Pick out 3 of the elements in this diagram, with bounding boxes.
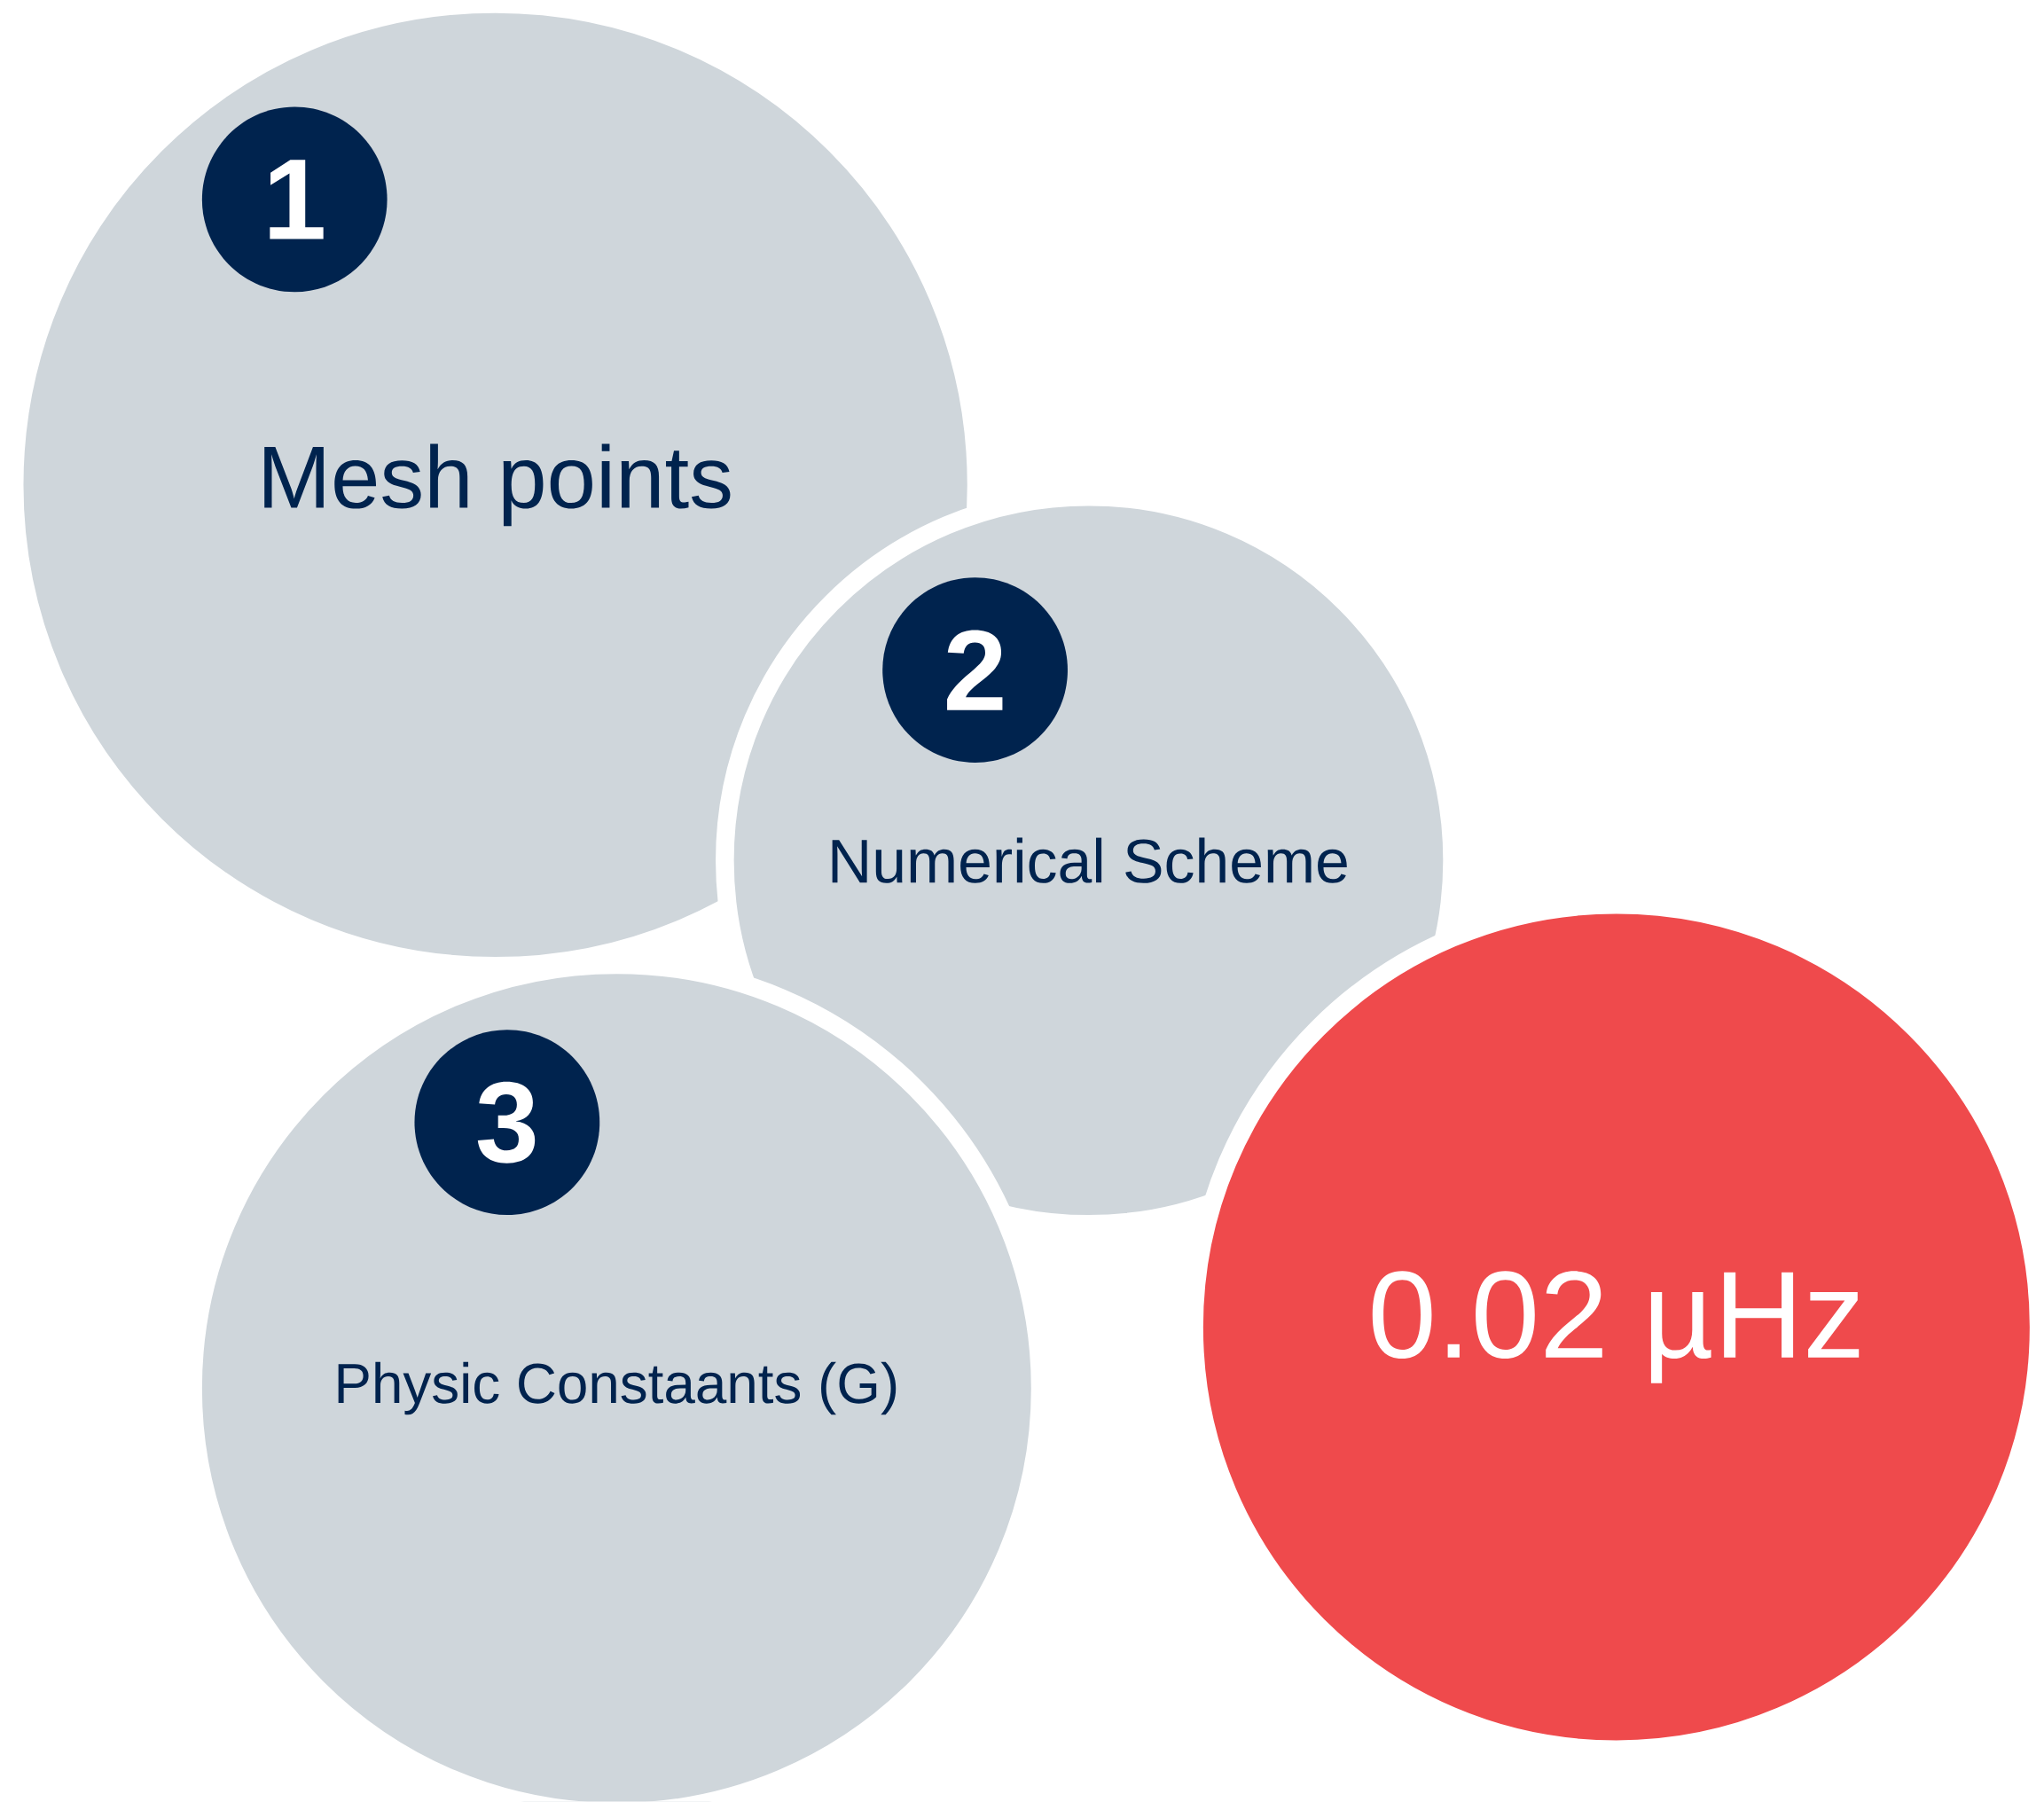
number-badge: 2 — [882, 577, 1068, 764]
number-badge: 1 — [201, 106, 388, 293]
number-badge: 3 — [414, 1030, 600, 1216]
